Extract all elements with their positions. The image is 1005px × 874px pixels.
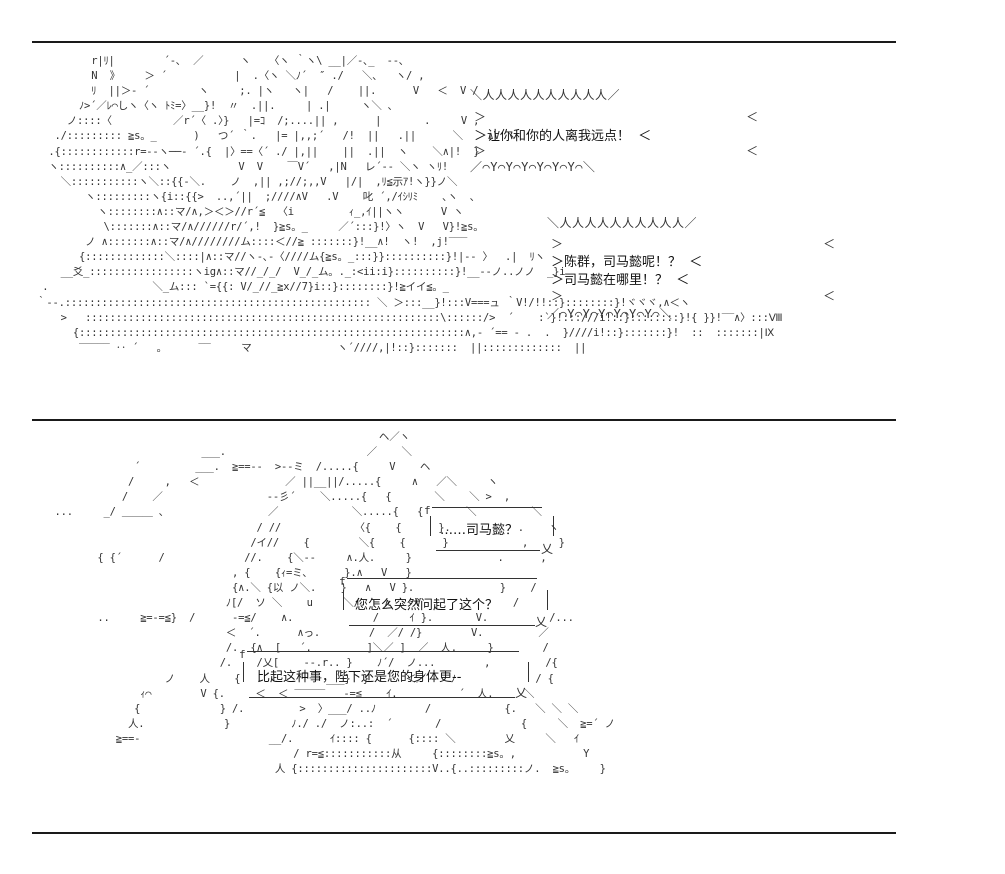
panel2-art-line: / r=≦:::::::::::从 {::::::::≧s。, Y bbox=[30, 747, 590, 760]
panel1-art-line: ヽ::::::::::∧_／:::ヽ V V ￣V´ ,|N レ´‐‐ ＼ヽ ヽ… bbox=[30, 160, 449, 173]
panel1-art-line: ./::::::::: ≧s。_ ) つ´ ｀. |= |,,;´ /! || … bbox=[30, 130, 517, 143]
panel1-art-line: ノ ∧:::::::∧::マ/∧////////ム::::＜//≧ ::::::… bbox=[30, 236, 468, 249]
middle-rule bbox=[32, 419, 896, 421]
panel1-art-line: .{::::::::::::r=‐‐ヽ──‐ ´.{ |〉==〈´ ./ |,|… bbox=[30, 145, 480, 158]
bubble1-bottom-edge: ／⌒Y⌒Y⌒Y⌒Y⌒Y⌒Y⌒＼ bbox=[470, 160, 596, 174]
panel2-art-line: { } /. > 〉___/ ..ﾉ / {. ＼ ＼ ＼ bbox=[30, 702, 579, 715]
panel1-art-line: \:::::::∧::マ/∧//////r/´,! }≧s。_ ／´:::}!〉… bbox=[30, 221, 484, 234]
bubble2-top-edge: ＼人人人人人人人人人人／ bbox=[547, 216, 698, 230]
bubble-tail-mark: f bbox=[424, 504, 431, 517]
panel2-art-line: , { {ｨ=ミ､ }.∧ V } bbox=[30, 566, 412, 579]
speech1-text: ……司马懿？ bbox=[440, 523, 519, 538]
bubble2-text-line2: ＞司马懿在哪里！？ ＜ bbox=[551, 273, 690, 288]
panel2-art-line: /イ// { ＼{ { } , } bbox=[30, 536, 565, 549]
panel2-art-line: ´ ___. ≧==‐‐ >‐‐ミ /.....{ V ヘ bbox=[30, 461, 431, 474]
panel2-art-line: ＜ ´. ∧っ. / ／/ /} V. ／ bbox=[30, 627, 549, 640]
panel2-ascii-art: ヘ／ヽ ___. ／ ＼ ´ ___. ≧==‐‐ >‐‐ミ /.....{ V… bbox=[30, 430, 615, 777]
bubble2-edge-bottom: ＞ ＜ bbox=[551, 289, 836, 303]
speech1-tail: 乂 bbox=[541, 542, 554, 556]
panel1-art-line: ﾘ ||＞‐ ´ ヽ ;. |ヽ ヽ| / ||. V ＜ V / bbox=[30, 85, 479, 98]
speech1-right-bar bbox=[553, 516, 554, 536]
bubble1-top-edge: ＼人人人人人人人人人人／ bbox=[470, 88, 621, 102]
panel2-art-line: 人 {::::::::::::::::::::::V..{..:::::::::… bbox=[30, 763, 606, 776]
panel2-art-line: ノ 人 { ___} } ＜／ ﾉ / { bbox=[30, 672, 554, 685]
bubble1-text: ＞让你和你的人离我远点！ ＜ bbox=[474, 129, 652, 144]
panel1-art-line: . ＼_ム::: `={{: V/_//_≧x//7}i::}::::::::}… bbox=[30, 281, 449, 294]
panel2-art-line: { {´ / //. {＼‐‐ ∧.人. } . , bbox=[30, 551, 547, 564]
panel1-art-line: {:::::::::::::::::::::::::::::::::::::::… bbox=[30, 326, 775, 339]
panel2-art-line: ... _/ ＿＿＿ ､ ／ ＼.....{ { ＼ ＼ bbox=[30, 506, 542, 519]
bubble2-text-line1: ＞陈群，司马懿呢！？ ＜ bbox=[551, 255, 703, 270]
panel1-art-line: {:::::::::::::＼::::|∧::マ//ヽ‐､‐〈////ム{≧s。… bbox=[30, 251, 545, 264]
speech3-left-bar bbox=[243, 662, 244, 682]
bubble1-edge-bottom: ＞ ＜ bbox=[474, 144, 759, 158]
panel1-art-line: __爻_:::::::::::::::::ヽig∧::マ//_/_/ V_/_ム… bbox=[30, 266, 566, 279]
speech3-bottom-line bbox=[249, 697, 515, 698]
speech2-text: 您怎么突然问起了这个？ bbox=[355, 598, 499, 613]
speech3-text: 比起这种事，陛下还是您的身体更‐‐ bbox=[257, 670, 462, 685]
panel2-art-line: ﾉ[/ ソ ＼ u ＼/ ∧ V / bbox=[30, 597, 519, 610]
panel1-art-line: r|ﾘ| ´‐､ ／ ヽ 〈ヽ ｀ヽ\ __|／‐､_ ‐‐､ bbox=[30, 55, 404, 67]
panel1-art-line: ‾‾‾‾‾ ‥ ´ ｡ ‾‾ マ ヽ´////,|!::}::::::: ||:… bbox=[30, 341, 587, 354]
panel1-art-line: ヽ:::::::::ヽ{i::{{> ..,´|| ;////∧V .V 叱 ´… bbox=[30, 190, 475, 203]
panel2-art-line: / // 〈{ { }. . ヽ bbox=[30, 521, 559, 534]
speech1-left-bar bbox=[430, 516, 431, 536]
speech3-right-bar bbox=[528, 662, 529, 682]
panel1-art-line: ｀‐‐.::::::::::::::::::::::::::::::::::::… bbox=[30, 296, 691, 309]
top-rule bbox=[32, 41, 896, 43]
panel1-art-line: > ::::::::::::::::::::::::::::::::::::::… bbox=[30, 311, 783, 324]
panel1-art-line: ﾉ>´／ﾚ⌒しヽ〈ヽ ﾄﾐ=〉__}! 〃 .||. | .| ヽ＼ ､ bbox=[30, 100, 393, 113]
speech2-top-line bbox=[347, 578, 537, 579]
speech3-tail: 乂 bbox=[515, 686, 528, 700]
speech1-bottom-line bbox=[436, 550, 540, 551]
speech2-bottom-line bbox=[349, 625, 535, 626]
panel2-art-line: ヘ／ヽ bbox=[30, 431, 410, 443]
panel2-art-line: / ／ ‐‐彡´ ＼.....{ { ＼ ＼ > , bbox=[30, 491, 511, 504]
speech2-right-bar bbox=[547, 590, 548, 610]
panel2-art-line: .. ≧=‐=≦} / ‐=≦/ ∧. / ｲ }. V. /... bbox=[30, 612, 574, 625]
panel1-art-line: ＼:::::::::::ヽ＼::{{‐＼. ノ ,|| ,;//;,,V |/|… bbox=[30, 175, 458, 188]
speech1-top-line bbox=[432, 507, 542, 508]
panel2-art-line: {∧.＼ {以 ノ＼. } ∧ V }. } / bbox=[30, 581, 537, 594]
panel2-art-line: /. /乂[ ‐‐.r.. } ﾉ´/ ノ... , /{ bbox=[30, 657, 558, 670]
bubble2-edge-top: ＞ ＜ bbox=[551, 237, 836, 251]
bubble-tail-mark: f bbox=[239, 648, 246, 661]
speech2-tail: 乂 bbox=[535, 615, 548, 629]
panel2-art-line: ≧==‐ __/. ｲ:::: { {:::: ＼ 乂 ＼ ｲ bbox=[30, 732, 580, 745]
panel1-ascii-art: r|ﾘ| ´‐､ ／ ヽ 〈ヽ ｀ヽ\ __|／‐､_ ‐‐､ N 》 ＞ ´ … bbox=[30, 54, 782, 356]
panel1-art-line: N 》 ＞ ´ | .〈ヽ ＼ﾉ´ ″ ./ ＼､ ヽ/ , bbox=[30, 70, 425, 83]
panel2-art-line: ___. ／ ＼ bbox=[30, 446, 412, 459]
bottom-rule bbox=[32, 832, 896, 834]
panel1-art-line: ヽ::::::::∧::マ/∧,＞＜＞//r´≦ 〈i ｨ_,ｲ||ヽヽ V ヽ bbox=[30, 205, 464, 218]
speech3-top-line bbox=[247, 651, 519, 652]
panel2-art-line: ｨ⌒ V {. ＜ ＜ ‾‾‾‾‾ ‐=≦ ｲ. ´ 人. ＼ bbox=[30, 687, 535, 700]
bubble2-bottom-edge: ／⌒Y⌒Y⌒Y⌒Y⌒Y⌒Y⌒＼ bbox=[547, 307, 673, 321]
bubble-tail-mark: f bbox=[339, 575, 346, 588]
speech2-left-bar bbox=[343, 590, 344, 610]
panel2-art-line: /. {∧ [ ´. ]＼／ ] ／ 人. } / bbox=[30, 642, 549, 655]
bubble1-edge-top: ＞ ＜ bbox=[474, 110, 759, 124]
panel1-art-line: ノ::::〈 ／r´〈 .〉} |=ｺ /;....|| , | . V , bbox=[30, 115, 480, 128]
panel2-art-line: 人. } ﾉ./ ./ ノ:..: ´ / { ＼ ≧=´ ノ bbox=[30, 717, 615, 730]
panel2-art-line: / , ＜ ／ ||__||/.....{ ∧ ／＼ ヽ bbox=[30, 476, 498, 489]
